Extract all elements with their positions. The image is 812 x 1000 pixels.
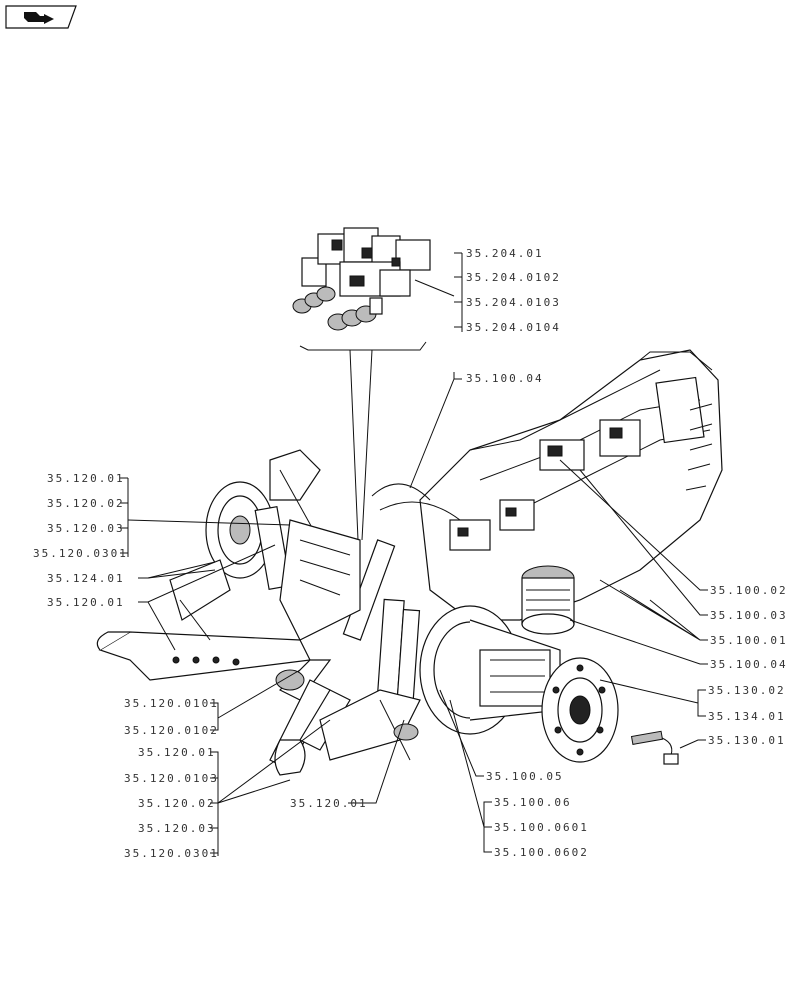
label-35-100-02[interactable]: 35.100.02 — [710, 584, 788, 597]
label-35-120-02-b[interactable]: 35.120.02 — [138, 797, 216, 810]
label-35-120-03[interactable]: 35.120.03 — [47, 522, 125, 535]
label-35-100-0602[interactable]: 35.100.0602 — [494, 846, 589, 859]
label-35-120-01-b[interactable]: 35.120.01 — [47, 596, 125, 609]
label-35-120-0301[interactable]: 35.120.0301 — [33, 547, 128, 560]
label-35-134-01[interactable]: 35.134.01 — [708, 710, 786, 723]
label-35-100-04-right[interactable]: 35.100.04 — [710, 658, 788, 671]
label-35-120-0102[interactable]: 35.120.0102 — [124, 724, 219, 737]
leader-lines — [120, 252, 708, 856]
label-35-124-01[interactable]: 35.124.01 — [47, 572, 125, 585]
label-35-120-01[interactable]: 35.120.01 — [47, 472, 125, 485]
label-35-100-03[interactable]: 35.100.03 — [710, 609, 788, 622]
label-35-100-06[interactable]: 35.100.06 — [494, 796, 572, 809]
back-arrow-icon[interactable] — [5, 5, 77, 29]
label-35-100-05[interactable]: 35.100.05 — [486, 770, 564, 783]
label-35-204-0102[interactable]: 35.204.0102 — [466, 271, 561, 284]
label-35-120-0101[interactable]: 35.120.0101 — [124, 697, 219, 710]
label-35-120-03-b[interactable]: 35.120.03 — [138, 822, 216, 835]
control-valve-illustration — [292, 227, 431, 541]
label-35-130-02[interactable]: 35.130.02 — [708, 684, 786, 697]
label-35-120-0103[interactable]: 35.120.0103 — [124, 772, 219, 785]
label-35-120-0301-b[interactable]: 35.120.0301 — [124, 847, 219, 860]
label-35-120-01-d[interactable]: 35.120.01 — [290, 797, 368, 810]
transmission-housing-illustration — [371, 349, 723, 635]
label-35-120-02[interactable]: 35.120.02 — [47, 497, 125, 510]
label-35-204-01[interactable]: 35.204.01 — [466, 247, 544, 260]
three-point-hitch-illustration — [96, 449, 421, 776]
label-35-204-0103[interactable]: 35.204.0103 — [466, 296, 561, 309]
label-35-100-04-top[interactable]: 35.100.04 — [466, 372, 544, 385]
rear-axle-illustration — [205, 481, 679, 765]
label-35-130-01[interactable]: 35.130.01 — [708, 734, 786, 747]
label-35-204-0104[interactable]: 35.204.0104 — [466, 321, 561, 334]
label-35-100-0601[interactable]: 35.100.0601 — [494, 821, 589, 834]
label-35-120-01-c[interactable]: 35.120.01 — [138, 746, 216, 759]
label-35-100-01[interactable]: 35.100.01 — [710, 634, 788, 647]
part-labels: 35.204.01 35.204.0102 35.204.0103 35.204… — [33, 247, 788, 860]
